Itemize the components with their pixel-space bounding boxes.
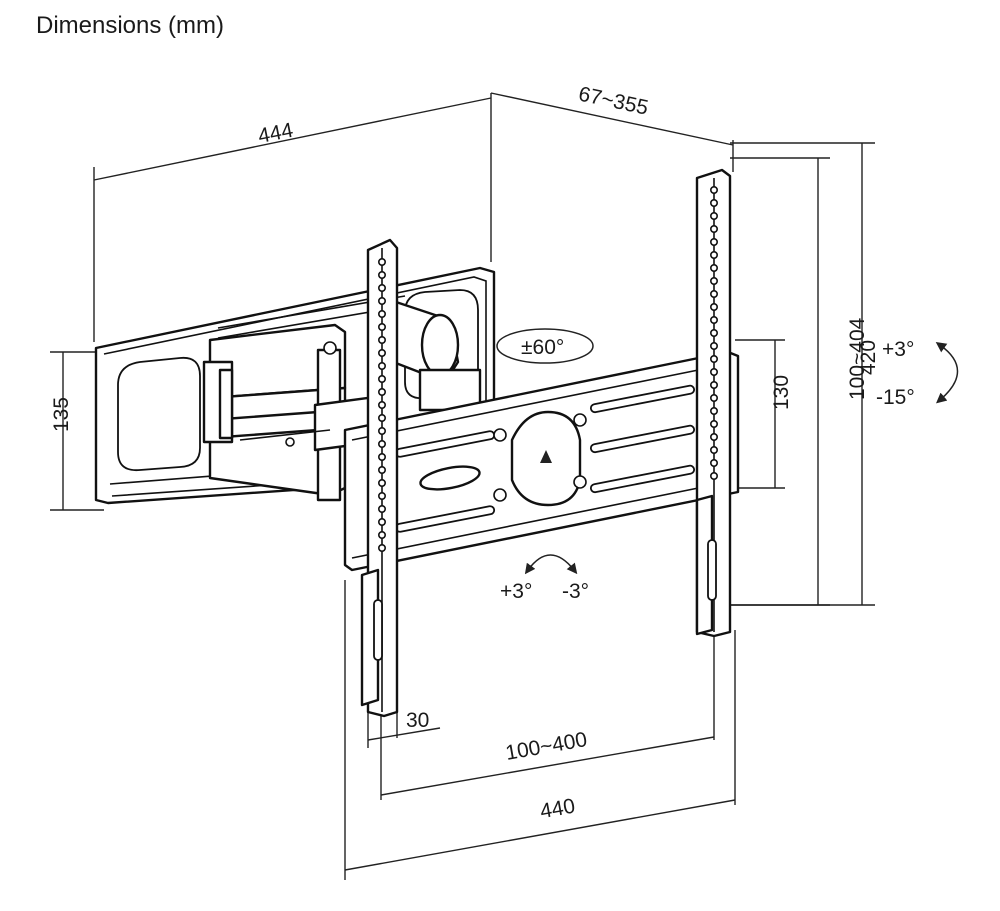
mount-hole <box>709 341 718 350</box>
mount-hole <box>377 374 386 383</box>
mount-hole <box>709 302 718 311</box>
mount-hole <box>377 270 386 279</box>
dimension-130 <box>735 339 785 489</box>
label-100-404: 100~404 <box>846 317 869 400</box>
mount-hole <box>709 445 718 454</box>
mount-hole <box>709 419 718 428</box>
mount-hole <box>709 367 718 376</box>
swivel-rotation-arrow <box>496 328 594 364</box>
mount-hole <box>709 354 718 363</box>
dimension-100-404 <box>730 157 830 606</box>
dimension-440 <box>344 580 736 880</box>
mount-hole <box>709 393 718 402</box>
mount-hole <box>377 530 386 539</box>
label-level-plus: +3° <box>500 580 532 603</box>
mount-hole <box>377 543 386 552</box>
label-444: 444 <box>256 119 295 148</box>
mount-hole <box>377 283 386 292</box>
mount-hole <box>709 289 718 298</box>
mount-hole <box>377 439 386 448</box>
mount-hole <box>377 465 386 474</box>
mount-hole <box>377 257 386 266</box>
label-tilt-down: -15° <box>876 386 915 409</box>
mount-hole <box>377 413 386 422</box>
right-vertical-arm <box>695 168 732 638</box>
mount-hole <box>709 251 718 260</box>
label-level-minus: -3° <box>562 580 589 603</box>
swing-arms <box>202 298 482 502</box>
mount-hole <box>377 517 386 526</box>
mount-hole <box>377 400 386 409</box>
label-420: 420 <box>857 340 880 375</box>
label-440: 440 <box>538 795 577 824</box>
label-tilt-up: +3° <box>882 338 914 361</box>
mount-hole <box>709 315 718 324</box>
mount-hole <box>709 186 718 195</box>
mount-hole <box>709 199 718 208</box>
mount-hole <box>709 225 718 234</box>
dimension-444 <box>93 93 492 342</box>
label-130: 130 <box>770 375 793 410</box>
mount-hole <box>709 406 718 415</box>
center-plate <box>343 350 740 572</box>
dimension-100-400 <box>380 632 715 800</box>
dimension-67-355 <box>490 92 734 172</box>
mount-hole <box>709 458 718 467</box>
mount-hole <box>709 263 718 272</box>
mount-hole <box>709 432 718 441</box>
mount-hole <box>377 335 386 344</box>
mount-hole <box>377 504 386 513</box>
label-135: 135 <box>50 397 73 432</box>
mount-hole <box>709 212 718 221</box>
mount-hole <box>377 387 386 396</box>
page-title: Dimensions (mm) <box>36 12 225 39</box>
mount-hole <box>377 491 386 500</box>
mount-hole <box>377 361 386 370</box>
mount-hole <box>377 478 386 487</box>
mount-hole <box>709 276 718 285</box>
mount-hole <box>377 426 386 435</box>
mount-hole <box>377 322 386 331</box>
label-swivel: ±60° <box>521 336 564 359</box>
mount-hole <box>709 380 718 389</box>
mount-hole <box>709 328 718 337</box>
mount-hole <box>377 452 386 461</box>
mount-hole <box>377 348 386 357</box>
mount-hole <box>377 296 386 305</box>
label-30: 30 <box>406 709 429 732</box>
label-100-400: 100~400 <box>504 728 589 765</box>
mount-hole <box>709 238 718 247</box>
mount-hole <box>709 471 718 480</box>
tilt-rotation-arrow <box>935 341 959 404</box>
left-vertical-arm <box>360 238 399 718</box>
mount-hole <box>377 309 386 318</box>
level-rotation-arrow <box>524 554 578 575</box>
